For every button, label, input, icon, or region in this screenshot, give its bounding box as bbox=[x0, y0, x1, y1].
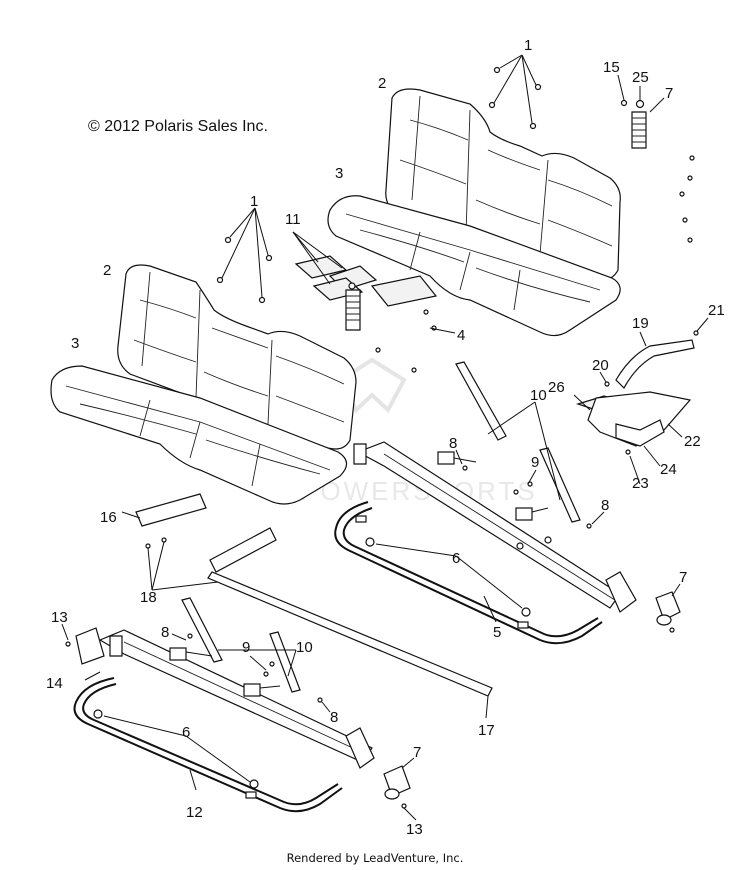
mounting-straps bbox=[121, 493, 277, 591]
callout-labels: 1 2 3 15 25 7 1 11 2 3 4 19 21 20 26 10 … bbox=[46, 37, 725, 838]
callout-7: 7 bbox=[665, 85, 673, 102]
callout-3: 3 bbox=[335, 165, 343, 182]
callout-17: 17 bbox=[478, 722, 495, 739]
callout-1: 1 bbox=[250, 193, 258, 210]
callout-7: 7 bbox=[679, 569, 687, 586]
callout-23: 23 bbox=[632, 475, 649, 492]
callout-20: 20 bbox=[592, 357, 609, 374]
callout-25: 25 bbox=[632, 69, 649, 86]
spring-bumper-front bbox=[345, 282, 456, 373]
rear-frame-bumper bbox=[655, 583, 681, 633]
callout-5: 5 bbox=[493, 624, 501, 641]
front-backrest-screws bbox=[216, 207, 273, 304]
callout-7: 7 bbox=[413, 744, 421, 761]
callout-2: 2 bbox=[378, 75, 386, 92]
callout-18: 18 bbox=[140, 589, 157, 606]
callout-6: 6 bbox=[452, 550, 460, 567]
callout-22: 22 bbox=[684, 433, 701, 450]
callout-3: 3 bbox=[71, 335, 79, 352]
front-seatbelts bbox=[169, 597, 331, 713]
callout-15: 15 bbox=[603, 59, 620, 76]
callout-10: 10 bbox=[530, 387, 547, 404]
front-frame-bumper bbox=[383, 757, 417, 821]
callout-14: 14 bbox=[46, 675, 63, 692]
callout-9: 9 bbox=[242, 639, 250, 656]
copyright-text: © 2012 Polaris Sales Inc. bbox=[88, 118, 268, 135]
callout-10: 10 bbox=[296, 639, 313, 656]
callout-8: 8 bbox=[449, 435, 457, 452]
callout-8: 8 bbox=[601, 497, 609, 514]
front-seat-frame bbox=[73, 629, 375, 813]
callout-13: 13 bbox=[51, 609, 68, 626]
support-rod bbox=[207, 571, 493, 719]
footer-credit: Rendered by LeadVenture, Inc. bbox=[286, 851, 464, 865]
callout-26: 26 bbox=[548, 379, 565, 396]
callout-19: 19 bbox=[632, 315, 649, 332]
callout-4: 4 bbox=[457, 327, 465, 344]
callout-16: 16 bbox=[100, 509, 117, 526]
seat-bracket bbox=[599, 317, 709, 389]
callout-9: 9 bbox=[531, 454, 539, 471]
callout-1: 1 bbox=[524, 37, 532, 54]
callout-13: 13 bbox=[406, 821, 423, 838]
callout-24: 24 bbox=[660, 461, 677, 478]
callout-8: 8 bbox=[330, 709, 338, 726]
storage-panel bbox=[573, 391, 692, 485]
callout-11: 11 bbox=[285, 211, 301, 228]
front-frame-buckle bbox=[61, 623, 105, 665]
rear-seat-cushion bbox=[327, 195, 621, 337]
callout-21: 21 bbox=[708, 302, 725, 319]
callout-6: 6 bbox=[182, 724, 190, 741]
rear-seat-assembly bbox=[327, 88, 621, 337]
front-seat-cushion bbox=[50, 365, 348, 505]
rear-seat-frame bbox=[334, 441, 637, 645]
spring-bumper-rear bbox=[617, 74, 695, 243]
rear-seatbelts bbox=[437, 361, 605, 529]
callout-12: 12 bbox=[186, 804, 203, 821]
callout-8: 8 bbox=[161, 624, 169, 641]
front-seat-assembly bbox=[50, 264, 357, 505]
rear-backrest-screws bbox=[488, 54, 542, 130]
callout-2: 2 bbox=[103, 262, 111, 279]
